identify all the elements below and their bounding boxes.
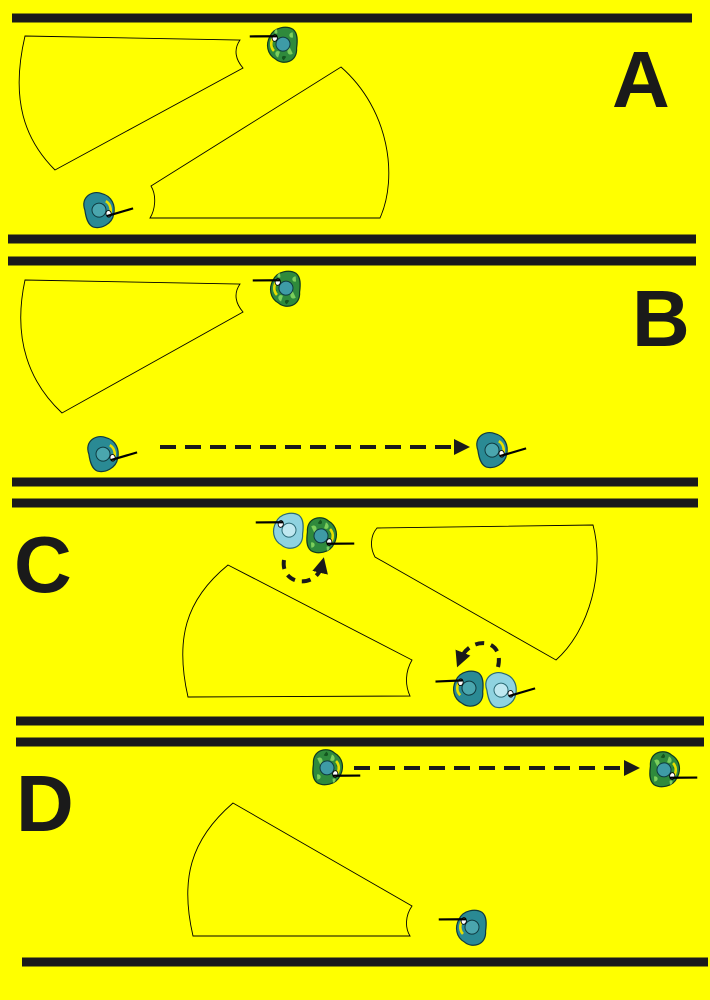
panel-letter-c: C xyxy=(14,520,72,609)
field-of-view-sector xyxy=(188,803,412,936)
panel-letter-b: B xyxy=(632,274,690,363)
field-of-view-sector xyxy=(21,280,243,413)
soldier-icon xyxy=(475,428,528,469)
field-of-view-sector xyxy=(150,67,389,218)
pale-soldier-icon xyxy=(484,668,537,709)
camouflaged-soldier-icon xyxy=(247,22,300,63)
soldier-icon xyxy=(86,432,139,473)
camouflaged-soldier-icon xyxy=(250,266,303,307)
panel-c xyxy=(183,508,597,709)
soldier-icon xyxy=(433,668,485,708)
soldier-icon xyxy=(436,905,489,946)
field-of-view-sector xyxy=(371,525,597,660)
rotation-arrow xyxy=(460,643,499,667)
camouflaged-soldier-icon xyxy=(304,516,357,557)
panel-b xyxy=(21,266,528,473)
field-of-view-sector xyxy=(183,565,412,697)
panel-letter-a: A xyxy=(612,35,670,124)
panel-letter-d: D xyxy=(16,759,74,848)
camouflaged-soldier-icon xyxy=(647,750,700,791)
panel-a xyxy=(19,22,389,229)
soldier-icon xyxy=(82,188,135,229)
panel-d xyxy=(188,748,700,947)
rotation-arrow xyxy=(284,560,322,581)
pale-soldier-icon xyxy=(253,508,306,549)
